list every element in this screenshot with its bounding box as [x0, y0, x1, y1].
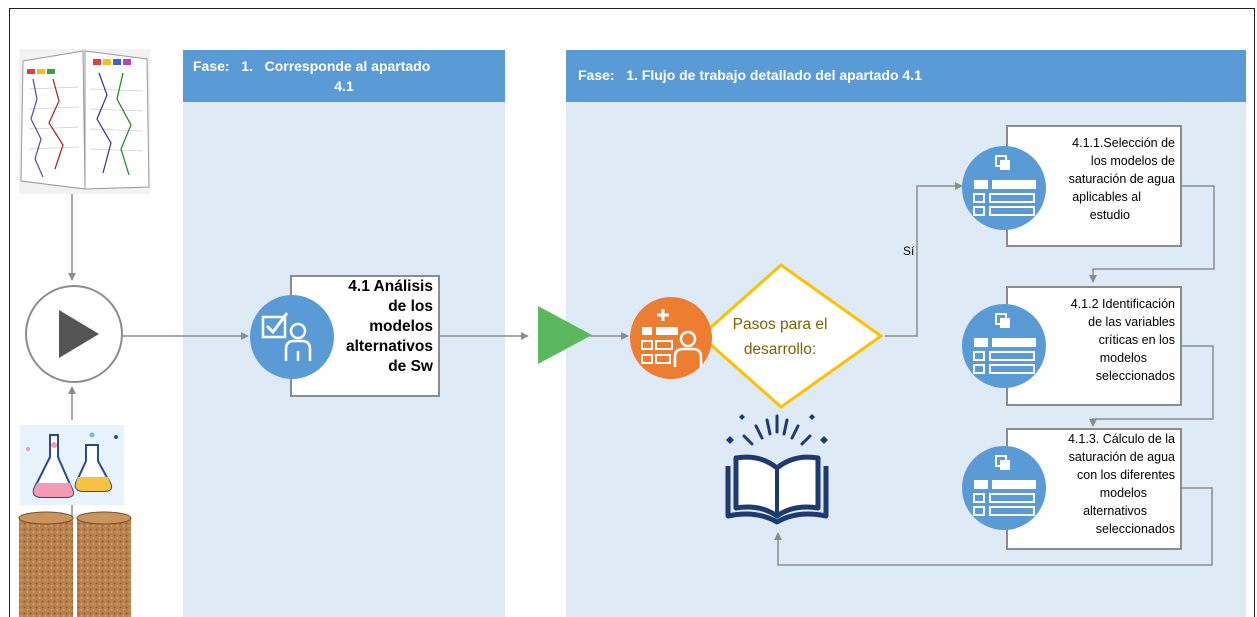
- task-4-1-2-line-2: de las variables: [1088, 315, 1175, 329]
- diagram-frame: [9, 8, 1255, 617]
- task-4-1-3-line-3: con los diferentes: [1077, 468, 1175, 482]
- task-4-1-2-line-4: modelos: [1099, 351, 1147, 365]
- lab-flasks-image: [20, 425, 124, 505]
- decision-line-2: desarrollo:: [743, 341, 817, 358]
- task-4-1-3-circle: [962, 446, 1046, 530]
- edge-step1-step2: [1089, 185, 1215, 283]
- lane-1-header-line-2: 4.1: [334, 78, 354, 94]
- lane-2-header-line-1: Fase: 1. Flujo de trabajo detallado del …: [578, 67, 922, 83]
- open-book-icon: [725, 414, 829, 525]
- edge-decision-step1: [885, 182, 963, 337]
- lane-2-header: Fase: 1. Flujo de trabajo detallado del …: [566, 50, 1246, 102]
- task-4-1-1-line-5: estudio: [1089, 208, 1130, 222]
- play-triangle-icon: [538, 306, 592, 364]
- edge-label-yes: Sí: [903, 244, 915, 258]
- task-4-1-1-circle: [962, 146, 1046, 230]
- play-button[interactable]: [25, 285, 123, 383]
- task-4-1[interactable]: [290, 275, 440, 397]
- rock-core-image: [17, 510, 134, 617]
- task-4-1-3-line-6: seleccionados: [1095, 522, 1175, 536]
- task-4-1-1-line-3: saturación de agua: [1068, 172, 1175, 186]
- task-4-1-1-line-1: 4.1.1.Selección de: [1072, 136, 1175, 150]
- task-4-1-2-line-5: seleccionados: [1095, 369, 1175, 383]
- task-4-1-2-line-3: críticas en los: [1098, 333, 1175, 347]
- task-4-1-3-line-4: modelos: [1099, 486, 1147, 500]
- task-4-1-3-line-5: alternativos: [1083, 504, 1147, 518]
- task-4-1-line-1: 4.1 Análisis: [348, 278, 433, 295]
- lane-1-header: Fase: 1. Corresponde al apartado 4.1: [183, 50, 505, 102]
- list-icon: [973, 313, 1036, 374]
- task-4-1-3-line-2: saturación de agua: [1068, 450, 1175, 464]
- checklist-person-icon: [261, 312, 312, 361]
- lane-1-header-line-1: Fase: 1. Corresponde al apartado: [193, 58, 431, 74]
- task-4-1-line-3: modelos: [369, 318, 433, 335]
- edge-step3-book: [774, 487, 1213, 566]
- task-4-1-2-line-1: 4.1.2 Identificación: [1070, 297, 1175, 311]
- task-4-1-line-5: de Sw: [388, 358, 433, 375]
- decision-line-1: Pasos para el: [732, 316, 828, 333]
- list-icon: [973, 155, 1036, 216]
- task-4-1-circle: [250, 295, 334, 379]
- play-icon: [59, 310, 99, 358]
- task-4-1-3-line-1: 4.1.3. Cálculo de la: [1067, 432, 1175, 446]
- log-book-image: [19, 49, 150, 194]
- task-4-1-2-circle: [962, 304, 1046, 388]
- task-4-1-1-line-2: los modelos de: [1090, 154, 1175, 168]
- task-4-1-1-line-4: aplicables al: [1072, 190, 1141, 204]
- edge-step2-step3: [1089, 345, 1214, 427]
- list-icon: [973, 455, 1036, 516]
- decision-circle: [630, 297, 712, 379]
- add-list-person-icon: [641, 309, 703, 367]
- task-4-1-line-4: alternativos: [345, 338, 433, 355]
- decision-diamond[interactable]: [696, 263, 886, 413]
- task-4-1-line-2: de los: [388, 298, 433, 315]
